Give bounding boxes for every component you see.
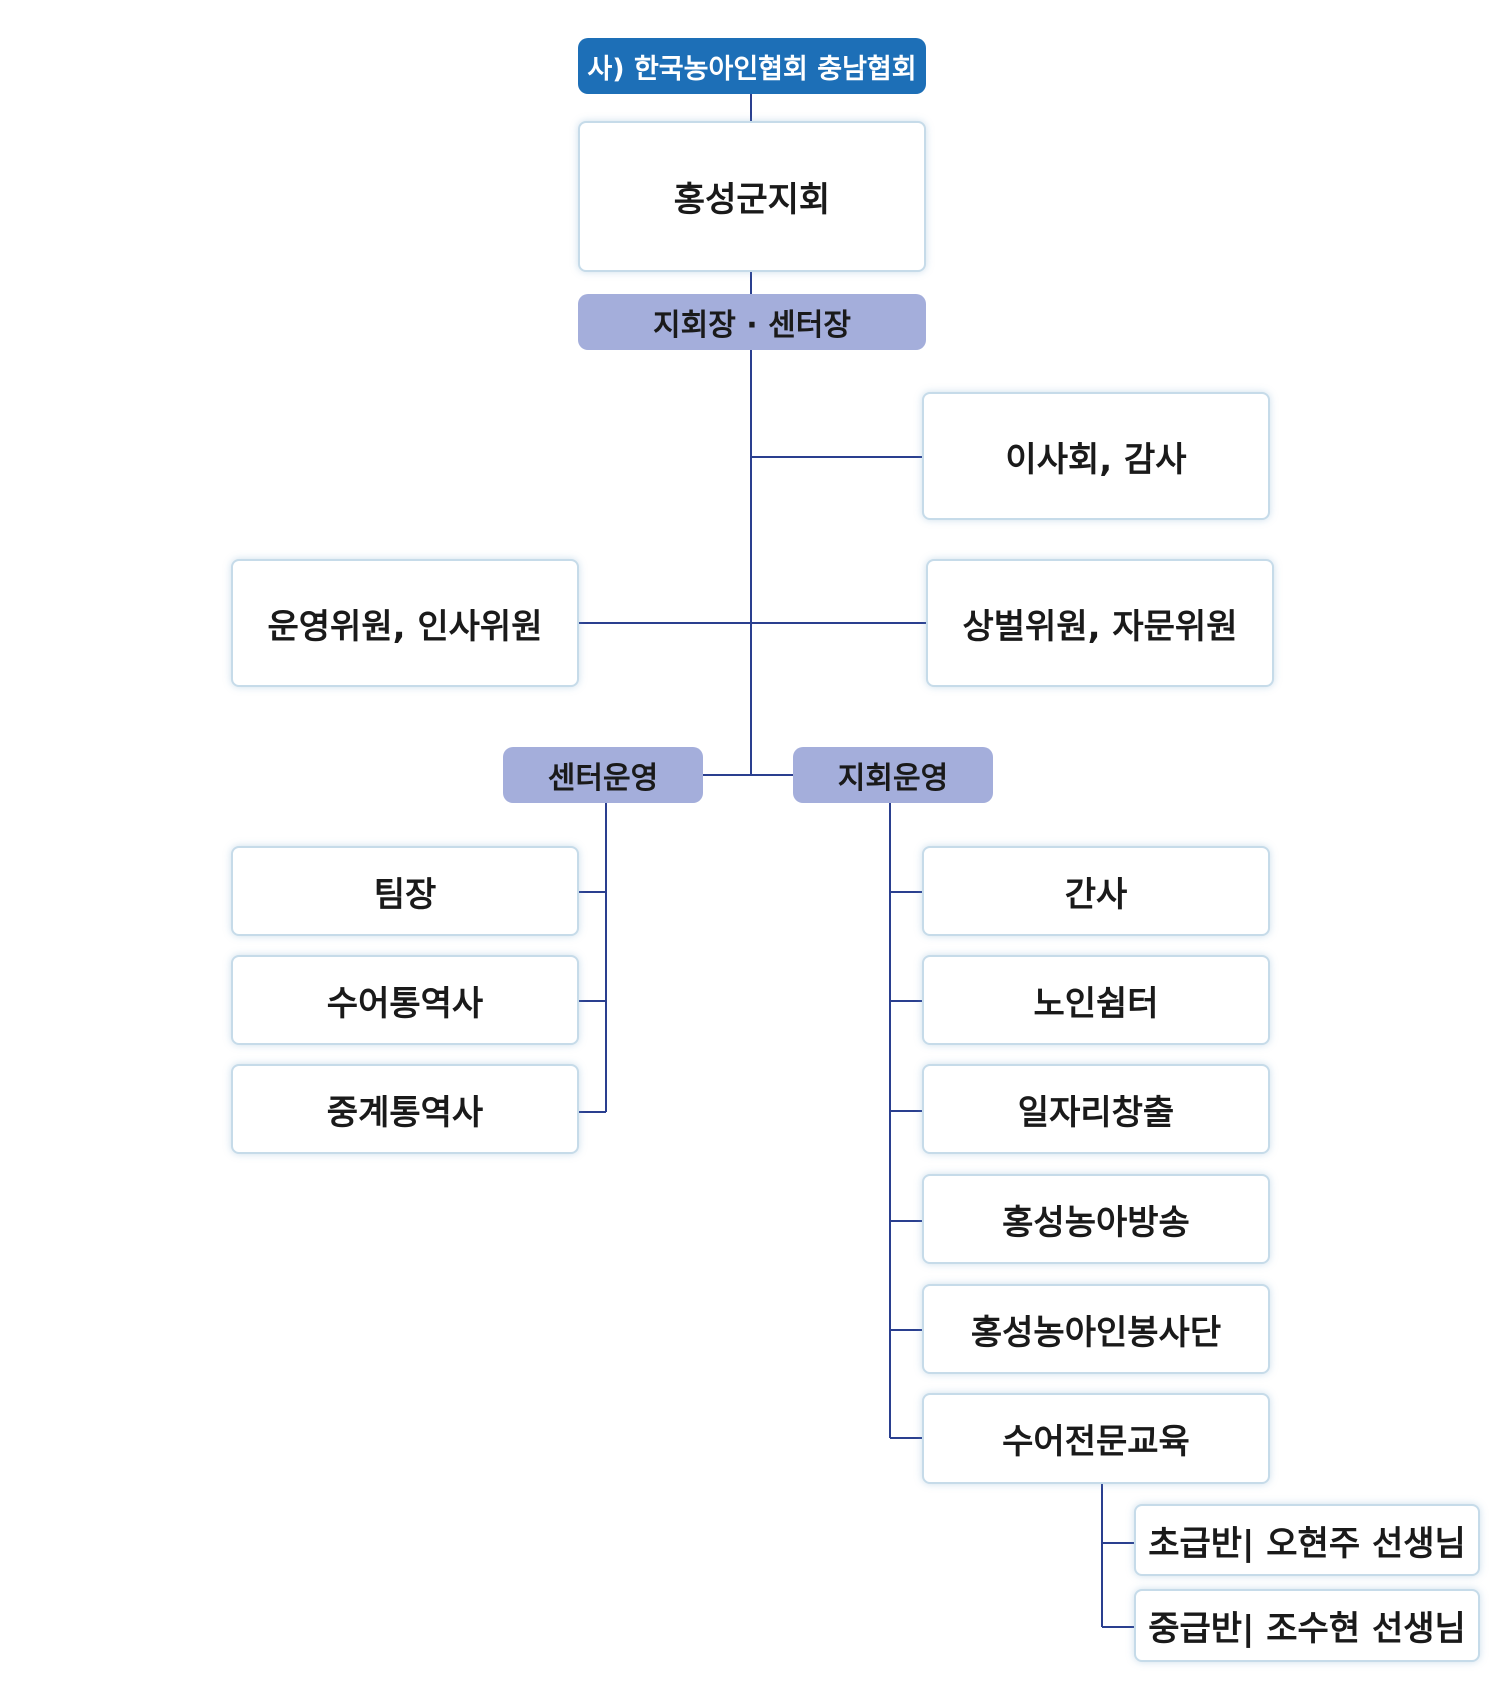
branch-item-broadcast: 홍성농아방송 bbox=[922, 1174, 1270, 1264]
branch-item-label: 수어전문교육 bbox=[1002, 1422, 1190, 1462]
class-label: 중급반| 조수현 선생님 bbox=[1148, 1609, 1466, 1649]
class-label: 초급반| 오현주 선생님 bbox=[1148, 1523, 1466, 1564]
branch-item-label: 일자리창출 bbox=[1017, 1092, 1175, 1133]
branch-ops-box: 지회운영 bbox=[793, 747, 993, 803]
class-beginner: 초급반| 오현주 선생님 bbox=[1134, 1504, 1480, 1576]
branch-item-secretary: 간사 bbox=[922, 846, 1270, 936]
branch-box: 홍성군지회 bbox=[578, 121, 926, 272]
board-label: 이사회, 감사 bbox=[1005, 439, 1187, 480]
head-box: 지회장 · 센터장 bbox=[578, 294, 926, 350]
branch-item-label: 노인쉼터 bbox=[1033, 983, 1159, 1024]
center-ops-label: 센터운영 bbox=[547, 761, 659, 796]
branch-item-label: 홍성농아방송 bbox=[1002, 1202, 1190, 1243]
center-item-label: 중계통역사 bbox=[326, 1092, 484, 1133]
center-item-label: 수어통역사 bbox=[326, 983, 484, 1024]
board-box: 이사회, 감사 bbox=[922, 392, 1270, 520]
center-item-label: 팀장 bbox=[373, 874, 437, 915]
top-org-label: 사) 한국농아인협회 충남협회 bbox=[587, 53, 917, 85]
head-label: 지회장 · 센터장 bbox=[653, 308, 851, 343]
committee-right-label: 상벌위원, 자문위원 bbox=[962, 606, 1238, 647]
center-item-team-leader: 팀장 bbox=[231, 846, 579, 936]
committee-left-box: 운영위원, 인사위원 bbox=[231, 559, 579, 687]
committee-right-box: 상벌위원, 자문위원 bbox=[926, 559, 1274, 687]
committee-left-label: 운영위원, 인사위원 bbox=[267, 606, 543, 647]
center-ops-box: 센터운영 bbox=[503, 747, 703, 803]
center-item-interpreter: 수어통역사 bbox=[231, 955, 579, 1045]
class-intermediate: 중급반| 조수현 선생님 bbox=[1134, 1589, 1480, 1662]
top-org-box: 사) 한국농아인협회 충남협회 bbox=[578, 38, 926, 94]
branch-item-label: 간사 bbox=[1064, 874, 1128, 915]
branch-item-job-creation: 일자리창출 bbox=[922, 1064, 1270, 1154]
branch-item-label: 홍성농아인봉사단 bbox=[970, 1312, 1222, 1353]
center-item-relay-interpreter: 중계통역사 bbox=[231, 1064, 579, 1154]
branch-ops-label: 지회운영 bbox=[837, 761, 949, 796]
branch-item-sign-language-education: 수어전문교육 bbox=[922, 1393, 1270, 1484]
branch-item-volunteer-group: 홍성농아인봉사단 bbox=[922, 1284, 1270, 1374]
branch-item-senior-shelter: 노인쉼터 bbox=[922, 955, 1270, 1045]
branch-label: 홍성군지회 bbox=[673, 180, 831, 220]
